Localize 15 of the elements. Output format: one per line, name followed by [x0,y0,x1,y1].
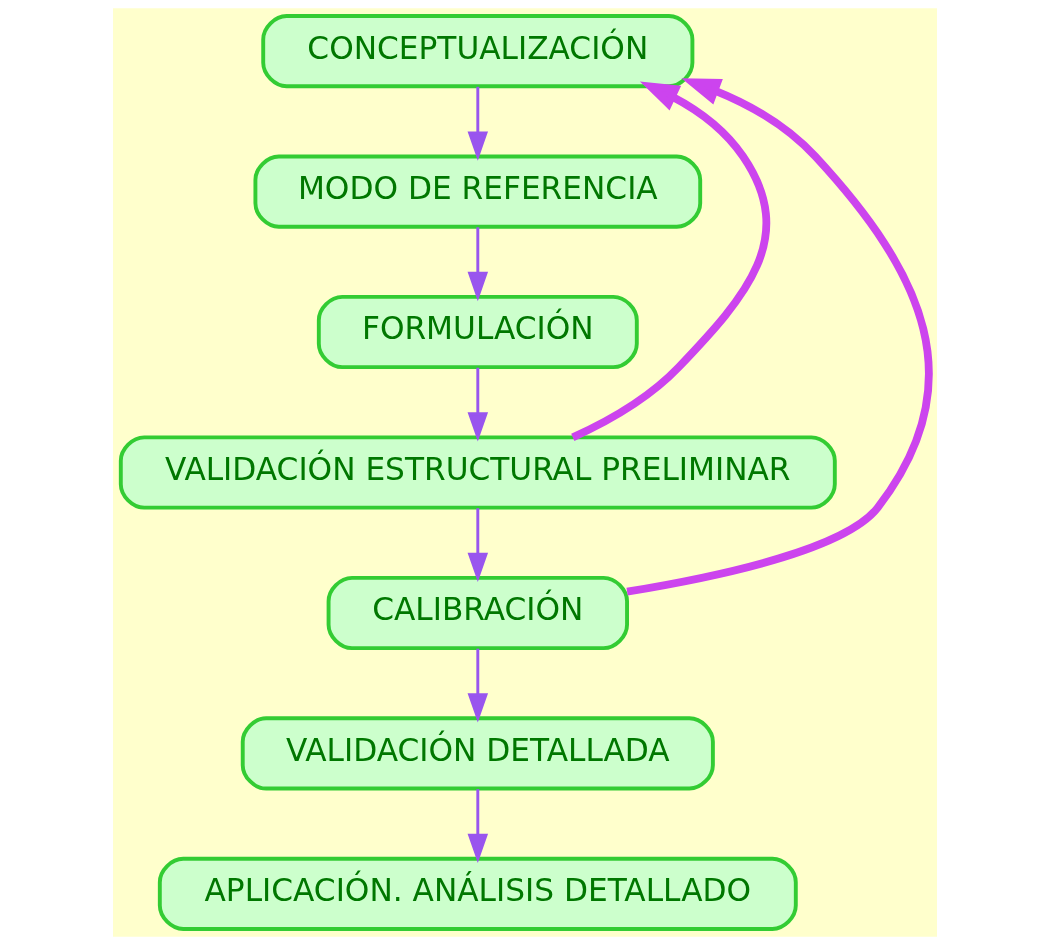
node-box: CONCEPTUALIZACIÓN [261,14,695,89]
arrow [571,81,770,441]
arrow [467,227,489,302]
node-box: APLICACIÓN. ANÁLISIS DETALLADO [157,856,798,931]
arrow [626,78,933,596]
node-box: CALIBRACIÓN [326,575,629,651]
arrow [467,789,489,863]
node-box: VALIDACIÓN DETALLADA [240,716,715,791]
arrow [467,86,489,161]
node-box: MODO DE REFERENCIA [253,154,703,229]
arrow [467,508,489,583]
node-box: FORMULACIÓN [316,294,639,370]
node-box: VALIDACIÓN ESTRUCTURAL PRELIMINAR [118,435,837,510]
arrow [467,367,489,442]
arrow [467,648,489,723]
